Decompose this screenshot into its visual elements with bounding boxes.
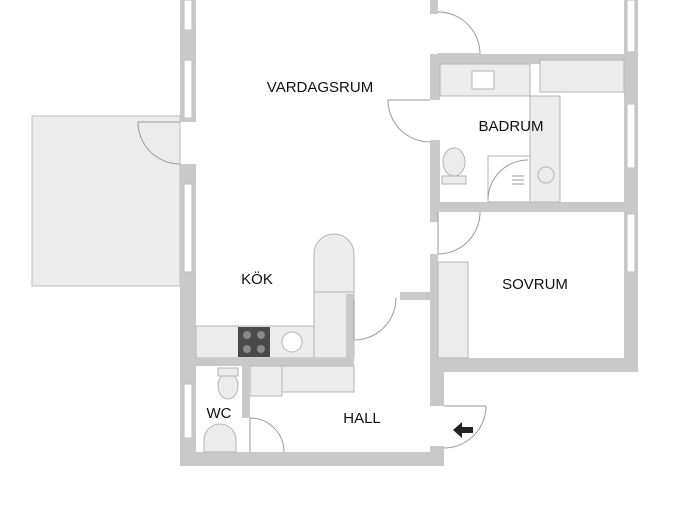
- sovrum-door-swing: [437, 211, 481, 255]
- wc-toilet-tank: [217, 367, 239, 377]
- stove-burner-4: [257, 345, 265, 353]
- door-top-swing: [437, 11, 481, 55]
- label-badrum: BADRUM: [478, 118, 543, 135]
- entrance-door-swing: [443, 405, 487, 449]
- bath-shelf: [529, 95, 561, 203]
- window-east-2: [626, 103, 636, 169]
- wc-sink: [203, 423, 237, 453]
- hall-closet: [281, 365, 355, 393]
- badrum-door-swing: [387, 99, 431, 143]
- shower: [487, 155, 531, 203]
- washbasin-round: [537, 166, 555, 184]
- shower-drain-icon: [512, 175, 524, 185]
- hall-closet-2: [249, 365, 283, 397]
- shower-door-swing: [487, 159, 529, 201]
- wc-toilet: [217, 372, 239, 400]
- bath-sink: [471, 70, 495, 90]
- kitchen-stove: [238, 327, 270, 357]
- window-west-2: [183, 59, 193, 119]
- wall-kitchen-hall: [196, 358, 354, 366]
- label-hall: HALL: [343, 410, 381, 427]
- window-east-3: [626, 213, 636, 273]
- wall-top-east: [430, 0, 438, 14]
- wall-badrum-top: [430, 54, 624, 64]
- wall-wc-east: [242, 366, 250, 418]
- wall-badrum-west-lower: [430, 140, 440, 212]
- wall-sovrum-west-upper: [430, 212, 438, 222]
- hall-door-swing: [353, 297, 397, 341]
- label-sovrum: SOVRUM: [502, 276, 568, 293]
- bath-toilet-base: [441, 175, 467, 185]
- stove-burner-3: [243, 345, 251, 353]
- window-wc: [183, 383, 193, 439]
- wall-south: [180, 452, 444, 466]
- wall-hall-partition: [346, 294, 354, 358]
- balcony-door-swing: [137, 121, 181, 165]
- kitchen-fridge: [313, 233, 355, 293]
- bath-cabinet: [539, 59, 625, 93]
- wall-sovrum-west: [430, 254, 438, 358]
- wall-badrum-west-upper: [430, 54, 440, 100]
- window-west-3: [183, 183, 193, 273]
- balcony: [31, 115, 181, 287]
- window-east-1: [626, 0, 636, 53]
- stove-burner-1: [243, 331, 251, 339]
- entrance-arrow-icon: [453, 422, 473, 438]
- label-wc: WC: [207, 405, 232, 422]
- label-kok: KÖK: [241, 270, 273, 288]
- bath-toilet-bowl: [442, 147, 466, 177]
- stove-burner-2: [257, 331, 265, 339]
- window-west-1: [183, 0, 193, 31]
- wall-badrum-south: [430, 202, 624, 212]
- label-vardagsrum: VARDAGSRUM: [267, 79, 373, 96]
- wall-hall-partition-top: [400, 292, 430, 300]
- wardrobe: [437, 261, 469, 359]
- wall-entrance-east-lower: [430, 446, 444, 466]
- kitchen-sink: [281, 331, 303, 353]
- wall-sovrum-south: [430, 358, 638, 372]
- wc-door-swing: [249, 417, 285, 453]
